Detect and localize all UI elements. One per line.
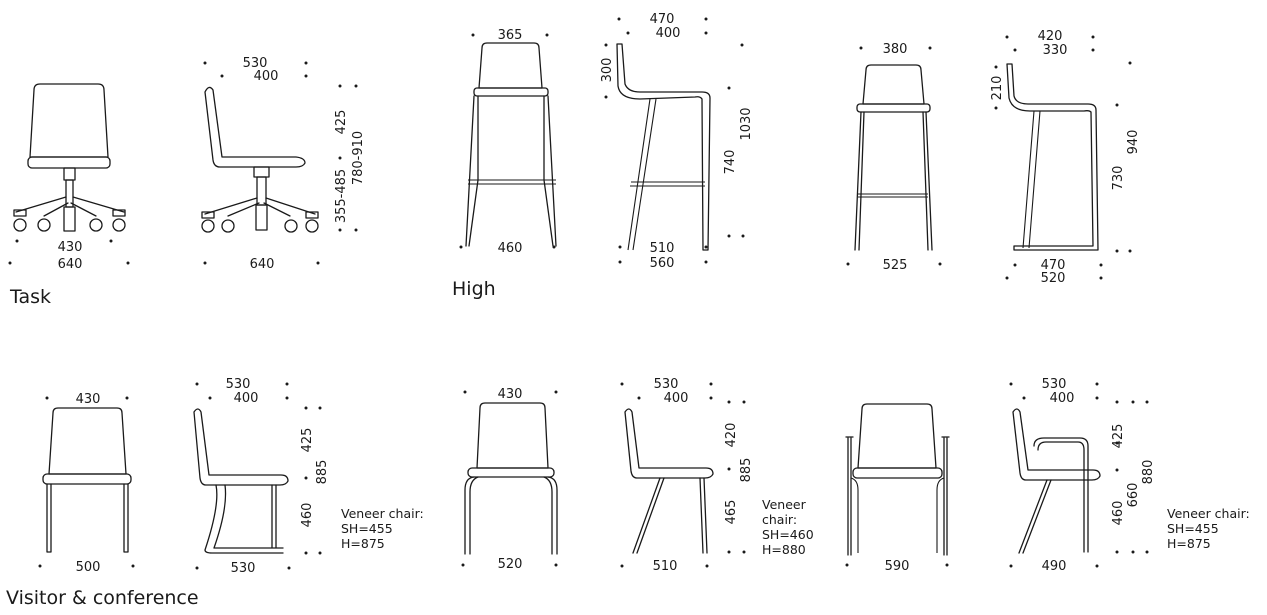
visitor-2-note-1: Veneer xyxy=(762,497,807,512)
task-side-seat-height: 355-485 xyxy=(334,169,349,223)
visitor-1-side-seat-height: 460 xyxy=(300,503,315,528)
caption-task: Task xyxy=(9,286,51,308)
visitor-2-note-4: H=880 xyxy=(762,542,806,557)
high-1-side-base-depth-inner: 510 xyxy=(650,241,675,256)
high-1-side-seat-depth: 400 xyxy=(656,26,681,41)
high-1-front-top-width: 365 xyxy=(498,28,523,43)
visitor-2-note-3: SH=460 xyxy=(762,527,814,542)
visitor-2-front-top-width: 430 xyxy=(498,387,523,402)
task-front-base-width: 640 xyxy=(58,257,83,272)
high-front-view-1: 365 460 xyxy=(459,28,557,256)
visitor-3-side-seat-depth: 400 xyxy=(1050,391,1075,406)
visitor-2-side-back-height: 420 xyxy=(724,423,739,448)
visitor-front-view-2: 430 520 xyxy=(461,387,558,572)
visitor-1-side-total-height: 885 xyxy=(315,460,330,485)
task-side-back-height: 425 xyxy=(334,110,349,135)
task-side-base-depth: 640 xyxy=(250,257,275,272)
visitor-3-note-3: H=875 xyxy=(1167,536,1211,551)
task-side-seat-depth: 400 xyxy=(254,69,279,84)
high-side-view-2: 420 330 210 730 940 470 520 xyxy=(990,29,1141,286)
visitor-1-front-base-width: 500 xyxy=(76,560,101,575)
visitor-3-side-total-height: 880 xyxy=(1141,460,1156,485)
high-2-side-back-height: 210 xyxy=(990,76,1005,101)
visitor-2-side-outer-depth: 530 xyxy=(654,377,679,392)
task-front-view: 430 640 xyxy=(8,83,130,272)
visitor-side-view-1: 530 400 530 425 460 885 Veneer chair: SH… xyxy=(193,377,424,576)
high-1-side-seat-height: 740 xyxy=(723,150,738,175)
visitor-2-side-total-height: 885 xyxy=(739,458,754,483)
high-2-side-total-height: 940 xyxy=(1126,130,1141,155)
high-1-side-total-height: 1030 xyxy=(739,107,754,140)
visitor-1-front-top-width: 430 xyxy=(76,392,101,407)
visitor-side-view-2: 530 400 510 420 465 885 Veneer chair: SH… xyxy=(620,377,814,574)
visitor-3-side-arm-height: 660 xyxy=(1126,483,1141,508)
task-side-outer-depth: 530 xyxy=(243,56,268,71)
high-2-front-base-width: 525 xyxy=(883,258,908,273)
visitor-1-note-2: SH=455 xyxy=(341,521,393,536)
high-2-side-base-depth-outer: 520 xyxy=(1041,271,1066,286)
high-1-side-back-height: 300 xyxy=(600,58,615,83)
visitor-2-front-base-width: 520 xyxy=(498,557,523,572)
visitor-1-note-3: H=875 xyxy=(341,536,385,551)
visitor-2-side-base-depth: 510 xyxy=(653,559,678,574)
visitor-2-side-seat-height: 465 xyxy=(724,500,739,525)
visitor-front-view-1: 430 500 xyxy=(38,392,135,575)
visitor-1-side-base-depth: 530 xyxy=(231,561,256,576)
high-1-front-base-width: 460 xyxy=(498,241,523,256)
visitor-3-side-base-depth: 490 xyxy=(1042,559,1067,574)
visitor-3-note-2: SH=455 xyxy=(1167,521,1219,536)
visitor-1-note-1: Veneer chair: xyxy=(341,506,424,521)
visitor-2-side-seat-depth: 400 xyxy=(664,391,689,406)
high-2-side-seat-depth: 330 xyxy=(1043,43,1068,58)
visitor-1-side-back-height: 425 xyxy=(300,428,315,453)
visitor-front-view-3: 590 xyxy=(845,403,950,574)
high-1-side-base-depth-outer: 560 xyxy=(650,256,675,271)
visitor-3-side-outer-depth: 530 xyxy=(1042,377,1067,392)
visitor-1-side-seat-depth: 400 xyxy=(234,391,259,406)
visitor-2-note-2: chair: xyxy=(762,512,797,527)
high-2-side-seat-height: 730 xyxy=(1111,166,1126,191)
visitor-side-view-3: 530 400 490 425 460 660 880 Veneer chair… xyxy=(1009,377,1250,574)
high-1-side-outer-depth: 470 xyxy=(650,12,675,27)
visitor-3-note-1: Veneer chair: xyxy=(1167,506,1250,521)
visitor-3-front-base-width: 590 xyxy=(885,559,910,574)
visitor-1-side-outer-depth: 530 xyxy=(226,377,251,392)
visitor-3-side-back-height: 425 xyxy=(1111,424,1126,449)
visitor-3-side-seat-height: 460 xyxy=(1111,501,1126,526)
high-2-side-outer-depth: 420 xyxy=(1038,29,1063,44)
task-side-view: 530 400 640 425 355-485 780-910 xyxy=(201,56,366,272)
high-2-front-top-width: 380 xyxy=(883,42,908,57)
task-front-top-width: 430 xyxy=(58,240,83,255)
high-side-view-1: 470 400 300 740 1030 510 560 xyxy=(600,12,754,271)
caption-visitor-conference: Visitor & conference xyxy=(6,587,199,609)
high-2-side-base-depth-inner: 470 xyxy=(1041,258,1066,273)
task-side-total-height: 780-910 xyxy=(351,131,366,185)
caption-high: High xyxy=(452,278,496,300)
high-front-view-2: 380 525 xyxy=(846,42,942,273)
